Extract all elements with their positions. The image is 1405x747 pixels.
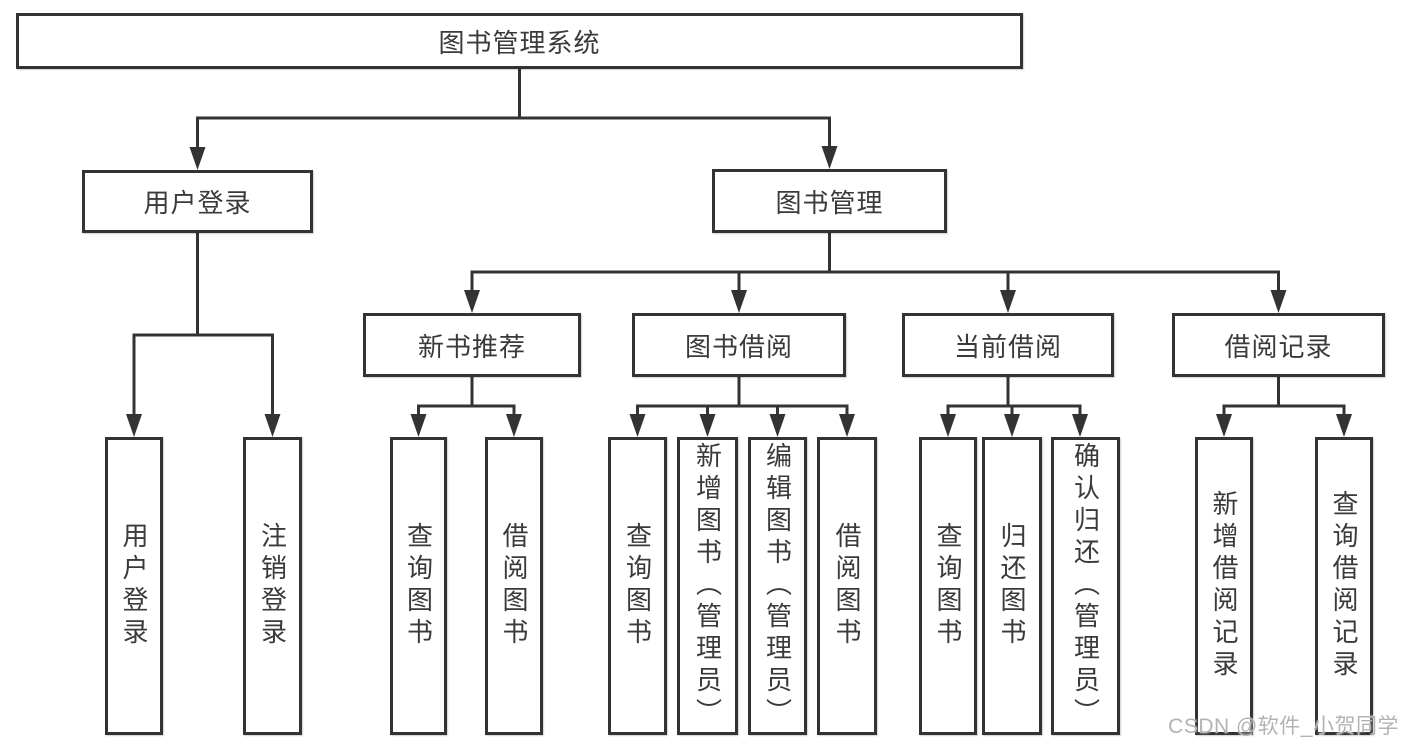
node-new-book-recommend-label: 新书推荐 [417,331,526,362]
leaf-current-query-books-label: 查询图书 [933,522,963,650]
node-book-management: 图书管理 [712,169,947,233]
node-book-borrow-label: 图书借阅 [684,331,793,362]
leaf-add-borrow-record-label: 新增借阅记录 [1209,490,1239,682]
node-user-login-label: 用户登录 [143,188,252,218]
csdn-watermark: CSDN @软件_小贺同学 [1168,715,1399,738]
leaf-edit-book-admin-label: 编辑图书（管理员） [762,442,793,730]
node-new-book-recommend: 新书推荐 [363,313,581,377]
leaf-user-login: 用户登录 [105,437,163,735]
leaf-return-book: 归还图书 [982,437,1042,735]
leaf-edit-book-admin: 编辑图书（管理员） [748,437,807,735]
node-book-borrow: 图书借阅 [632,313,846,377]
leaf-logout-label: 注销登录 [257,522,288,650]
node-current-borrow: 当前借阅 [902,313,1114,377]
leaf-borrow-books-label: 借阅图书 [832,522,862,650]
leaf-recommend-borrow-books-label: 借阅图书 [499,522,529,650]
node-root: 图书管理系统 [16,13,1023,69]
leaf-add-book-admin: 新增图书（管理员） [677,437,738,735]
leaf-add-borrow-record: 新增借阅记录 [1195,437,1253,735]
leaf-return-book-label: 归还图书 [997,522,1027,650]
leaf-recommend-query-books: 查询图书 [390,437,447,735]
leaf-current-query-books: 查询图书 [919,437,977,735]
leaf-add-book-admin-label: 新增图书（管理员） [692,442,723,730]
leaf-logout: 注销登录 [243,437,302,735]
node-root-label: 图书管理系统 [438,27,601,58]
node-book-management-label: 图书管理 [775,187,884,218]
leaf-confirm-return-admin-label: 确认归还（管理员） [1070,442,1101,730]
node-user-login: 用户登录 [82,170,313,233]
leaf-query-borrow-record-label: 查询借阅记录 [1329,490,1359,682]
leaf-recommend-borrow-books: 借阅图书 [485,437,543,735]
leaf-query-borrow-record: 查询借阅记录 [1315,437,1373,735]
leaf-borrow-books: 借阅图书 [817,437,877,735]
leaf-confirm-return-admin: 确认归还（管理员） [1051,437,1120,735]
node-borrow-records: 借阅记录 [1172,313,1385,377]
node-current-borrow-label: 当前借阅 [953,331,1062,362]
node-borrow-records-label: 借阅记录 [1224,331,1333,362]
leaf-borrow-query-books: 查询图书 [608,437,667,735]
leaf-recommend-query-books-label: 查询图书 [403,522,434,650]
leaf-borrow-query-books-label: 查询图书 [622,522,653,650]
leaf-user-login-label: 用户登录 [119,522,149,650]
